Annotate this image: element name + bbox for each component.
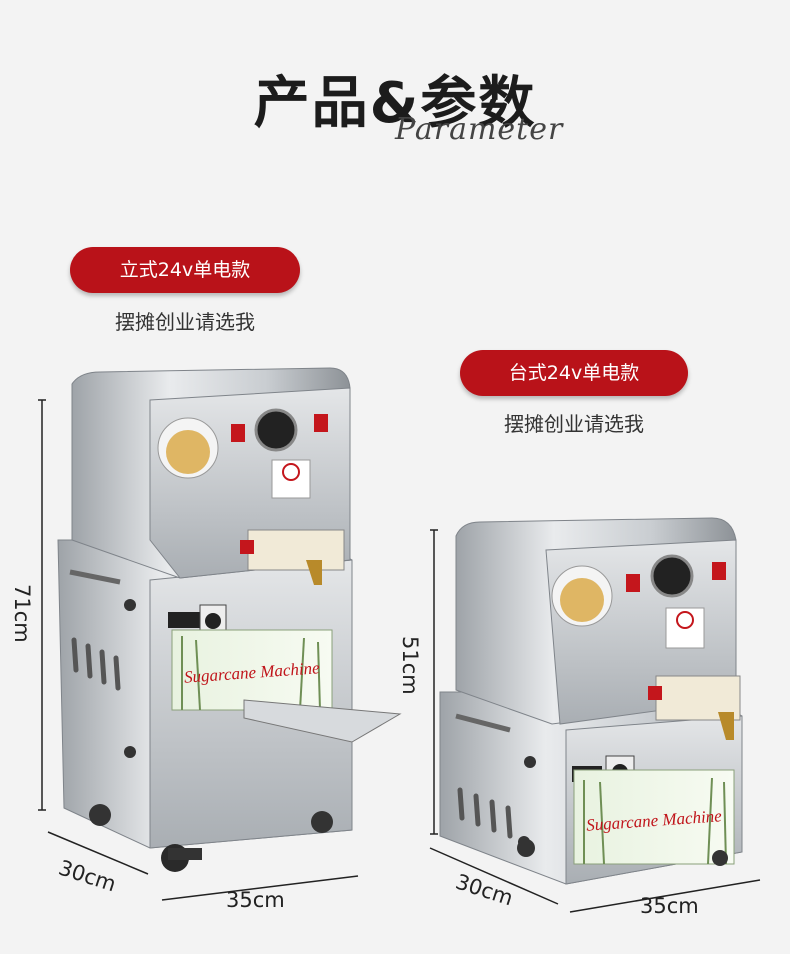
right-width-label: 35cm: [640, 894, 699, 918]
left-model-tagline: 摆摊创业请选我: [115, 310, 255, 334]
right-model-tagline: 摆摊创业请选我: [504, 412, 644, 436]
left-height-label: 71cm: [10, 584, 34, 643]
right-model-badge: 台式24v单电款: [460, 350, 688, 396]
right-height-label: 51cm: [398, 636, 422, 695]
left-dimension-lines: [38, 399, 359, 901]
left-model-badge: 立式24v单电款: [70, 247, 300, 293]
page-subtitle: Parameter: [395, 112, 564, 147]
left-machine: Sugarcane Machine: [57, 367, 402, 872]
right-machine: Sugarcane Machine: [439, 517, 743, 885]
page-title: 产品&参数: [253, 71, 537, 136]
right-dimension-lines: [429, 529, 761, 913]
left-width-label: 35cm: [226, 888, 285, 912]
